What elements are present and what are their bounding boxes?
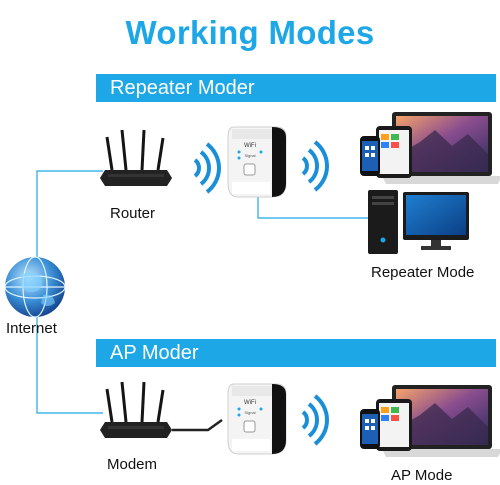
wifi-repeater-icon: WiFi Signal <box>227 126 287 198</box>
internet-to-modem-line <box>36 312 103 414</box>
phone-icon <box>360 136 380 176</box>
laptop-icon <box>382 385 500 457</box>
monitor-icon <box>403 192 469 250</box>
router-label: Router <box>110 205 156 222</box>
repeater-mode-banner-text: Repeater Moder <box>110 77 255 99</box>
phone-icon <box>360 409 380 449</box>
connection-lines <box>36 170 370 414</box>
page-title: Working Modes <box>125 14 375 51</box>
internet-label: Internet <box>6 320 57 337</box>
mobile-devices-group <box>360 112 500 184</box>
repeater-mode-banner: Repeater Moder <box>96 74 496 102</box>
repeater-signal-text: Signal <box>244 153 255 158</box>
router-icon <box>100 381 172 438</box>
repeater-mode-label: Repeater Mode <box>371 264 475 281</box>
tablet-icon <box>376 126 412 178</box>
repeater-brand-text: WiFi <box>244 143 256 149</box>
ap-mode-banner-text: AP Moder <box>110 342 199 364</box>
ap-mode-label: AP Mode <box>391 467 453 484</box>
ap-mode-banner: AP Moder <box>96 339 496 367</box>
globe-icon <box>4 256 66 318</box>
ap-repeater-brand-text: WiFi <box>244 400 256 406</box>
ap-repeater-signal-text: Signal <box>244 410 255 415</box>
internet-to-router-line <box>36 170 103 258</box>
repeater-to-pc-line <box>257 195 370 219</box>
wifi-signal-icon <box>301 394 329 446</box>
wifi-signal-icon <box>301 140 329 192</box>
wifi-signal-icon <box>193 142 221 194</box>
wifi-repeater-icon: WiFi Signal <box>227 383 287 455</box>
modem-label: Modem <box>107 456 158 473</box>
modem-to-repeater-cable <box>172 418 223 432</box>
mobile-devices-group <box>360 385 500 457</box>
tablet-icon <box>376 399 412 451</box>
router-icon <box>100 129 172 186</box>
desktop-pc-icon <box>368 190 398 254</box>
